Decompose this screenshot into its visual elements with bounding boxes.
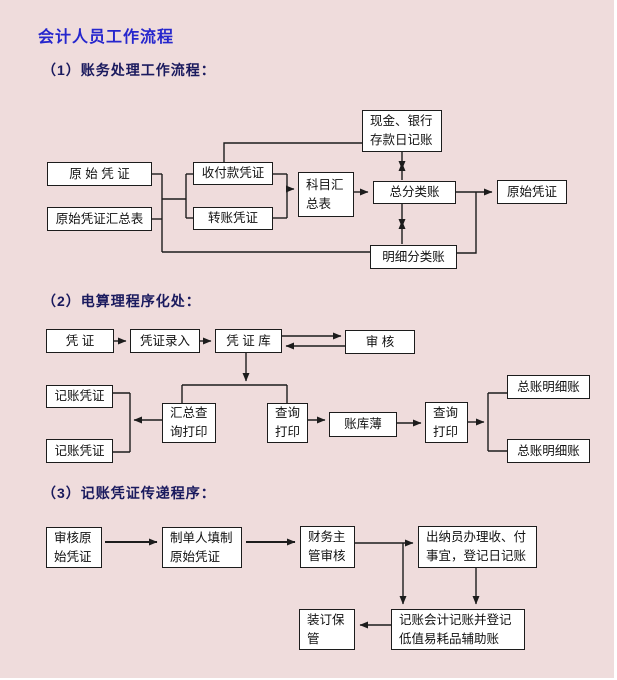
node-summary-query-print: 汇总查 询打印 [162, 403, 216, 443]
section1-heading: （1）账务处理工作流程： [42, 62, 216, 78]
node-original-voucher-summary: 原始凭证汇总表 [47, 207, 152, 231]
node-original-voucher: 原 始 凭 证 [47, 162, 152, 186]
node-receipt-payment-voucher: 收付款凭证 [193, 162, 273, 185]
node-accountant-records-ledger: 记账会计记账并登记 低值易耗品辅助账 [391, 609, 525, 650]
node-voucher-entry: 凭证录入 [130, 329, 200, 353]
node-audit: 审 核 [345, 330, 415, 354]
node-transfer-voucher: 转账凭证 [193, 207, 273, 230]
node-cashier-handles-payments: 出纳员办理收、付 事宜，登记日记账 [418, 526, 537, 568]
node-finance-manager-audit: 财务主 管审核 [300, 526, 355, 568]
section3-heading: （3）记账凭证传递程序： [42, 485, 216, 501]
node-account-book: 账库薄 [329, 412, 397, 437]
node-original-voucher-right: 原始凭证 [497, 180, 567, 204]
page-title: 会计人员工作流程 [38, 29, 175, 46]
node-preparer-fills-voucher: 制单人填制 原始凭证 [162, 527, 242, 568]
node-cash-bank-journal: 现金、银行 存款日记账 [362, 110, 442, 152]
node-voucher: 凭 证 [46, 329, 114, 353]
node-query-print-2: 查询 打印 [425, 402, 468, 443]
node-voucher-database: 凭 证 库 [215, 329, 282, 353]
node-general-ledger: 总分类账 [373, 181, 456, 204]
node-general-subsidiary-ledger-2: 总账明细账 [507, 439, 590, 463]
node-subsidiary-ledger: 明细分类账 [370, 245, 457, 269]
node-query-print-1: 查询 打印 [267, 403, 308, 443]
node-audit-original-voucher: 审核原 始凭证 [46, 527, 102, 568]
section2-heading: （2）电算理程序化处： [42, 293, 201, 309]
node-binding-storage: 装订保 管 [299, 609, 355, 650]
node-subject-summary-table: 科目汇 总表 [298, 172, 354, 217]
node-bookkeeping-voucher-2: 记账凭证 [46, 439, 113, 463]
node-general-subsidiary-ledger-1: 总账明细账 [507, 375, 590, 399]
node-bookkeeping-voucher-1: 记账凭证 [46, 385, 113, 408]
